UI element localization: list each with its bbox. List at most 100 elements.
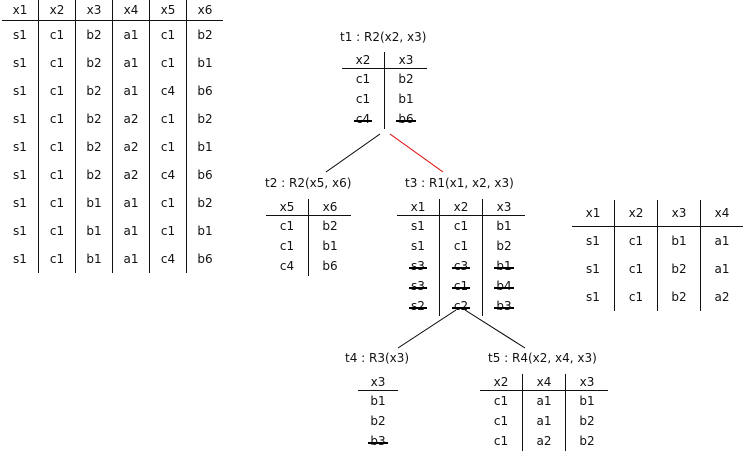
table-cell: b2: [186, 189, 223, 217]
table-row: c1 b1: [266, 236, 351, 256]
table-cell: a2: [700, 283, 743, 311]
table-cell: b2: [75, 161, 113, 189]
table-cell: c4: [149, 245, 187, 273]
table-cell: b1: [482, 215, 525, 236]
table-cell: s1: [13, 252, 27, 266]
column-header: x2: [480, 374, 523, 391]
table-cell: c1: [355, 92, 371, 106]
table-cell: b2: [75, 49, 113, 77]
table-cell: b1: [384, 89, 427, 109]
struck-value: s2: [411, 299, 425, 313]
table-cell: b1: [186, 133, 223, 161]
struck-value: c3: [453, 259, 469, 273]
struck-value: c1: [453, 279, 469, 293]
table-cell: s1: [13, 28, 27, 42]
table-cell: b6: [384, 109, 427, 129]
table-cell: a1: [112, 77, 150, 105]
table-cell: c1: [279, 239, 295, 253]
table-cell: b3: [358, 431, 398, 451]
column-header: x3: [565, 374, 608, 391]
table-cell: a1: [112, 49, 150, 77]
table-cell: c1: [149, 20, 187, 49]
column-header: x2: [342, 52, 385, 69]
table-cell: a1: [112, 20, 150, 49]
table-cell: a1: [522, 411, 566, 431]
struck-value: b3: [370, 434, 386, 448]
table-cell: b2: [75, 77, 113, 105]
table-cell: c1: [149, 217, 187, 245]
column-header: x4: [700, 200, 743, 227]
table-cell: a2: [112, 161, 150, 189]
table-cell: c1: [149, 189, 187, 217]
table-cell: b2: [565, 431, 608, 451]
edge-t1-t3: [389, 133, 444, 173]
table-cell: b1: [75, 217, 113, 245]
table-cell: a1: [700, 255, 743, 283]
table-cell: a2: [522, 431, 566, 451]
column-header: x4: [522, 374, 566, 391]
table-cell: c4: [342, 109, 385, 129]
table-cell: b2: [384, 68, 427, 89]
column-header: x6: [308, 199, 351, 216]
column-header: x3: [384, 52, 427, 69]
column-header: x3: [482, 199, 525, 216]
edge-t3-t5: [464, 309, 526, 349]
table-cell: b2: [308, 215, 351, 236]
table-cell: c1: [38, 49, 76, 77]
column-header: x4: [112, 0, 150, 21]
table-cell: s1: [13, 224, 27, 238]
node-t4-title: t4 : R3(x3): [345, 351, 410, 365]
table-cell: b1: [308, 236, 351, 256]
table-cell: a1: [112, 217, 150, 245]
table-cell: b4: [482, 276, 525, 296]
table-cell: s1: [13, 56, 27, 70]
table-cell: b1: [482, 256, 525, 276]
table-cell: b1: [657, 226, 701, 255]
table-cell: a1: [522, 390, 566, 411]
table-cell: c1: [355, 72, 371, 86]
table-cell: b3: [482, 296, 525, 316]
table-cell: s1: [13, 168, 27, 182]
table-cell: b2: [186, 20, 223, 49]
table-cell: c1: [439, 276, 483, 296]
column-header: x6: [186, 0, 223, 21]
column-header: x3: [657, 200, 701, 227]
table-row: c1 b2: [342, 68, 427, 89]
table-cell: c1: [149, 49, 187, 77]
table-cell: c1: [38, 217, 76, 245]
table-cell: c1: [149, 133, 187, 161]
table-cell: c1: [149, 105, 187, 133]
table-cell: c1: [38, 189, 76, 217]
table-cell: b2: [482, 236, 525, 256]
table-cell: c4: [149, 77, 187, 105]
table-row: b2: [358, 411, 398, 431]
table-cell: c1: [493, 394, 509, 408]
